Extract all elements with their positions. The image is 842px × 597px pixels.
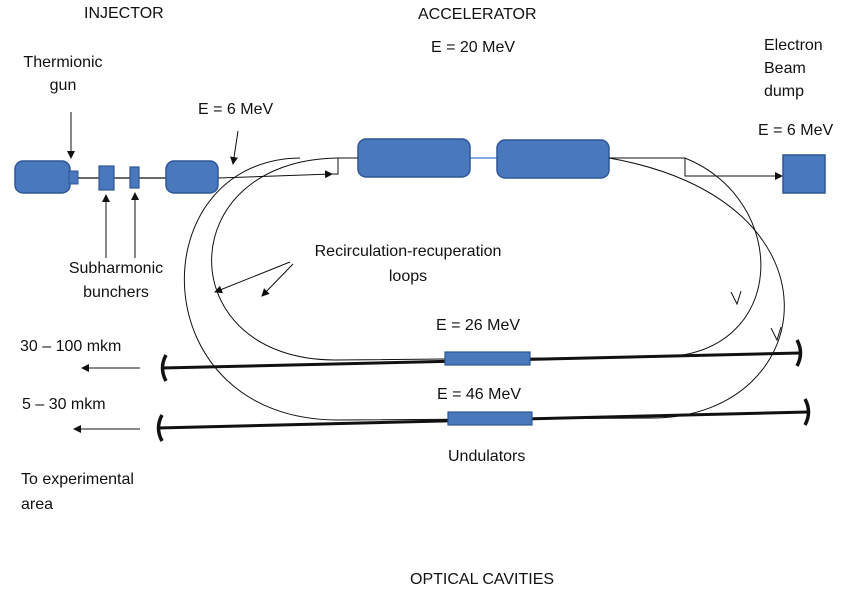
recirculation-loop-outer [183,157,785,421]
cavity-1-mirror-right [795,339,803,367]
loop-pointer-arrow-1 [214,261,291,294]
undulator-2 [447,411,533,426]
thermionic-gun-nozzle [68,170,79,185]
beam-dump-label-line3: dump [764,83,805,100]
cavity-1-mirror-left [160,354,168,382]
subharmonic-bunchers-line1: Subharmonic [68,260,164,277]
cavity-2-mirror-right [803,398,811,426]
experimental-area-label: To experimental area [21,470,134,515]
undulators-label: Undulators [448,448,526,465]
recirculation-loops-line1: Recirculation-recuperation [314,243,502,260]
loop-arrow-inner [730,290,742,306]
experimental-area-line2: area [21,496,54,513]
beam-dump-label-line1: Electron [764,37,823,54]
beam-dump-label-line2: Beam [764,60,806,77]
injection-merge-line [332,157,358,175]
thermionic-gun-label-line2: gun [49,77,77,94]
accelerator-title: ACCELERATOR [418,6,537,23]
electron-beam-dump [782,154,826,194]
cavity-2-mirror-left [156,414,164,442]
subharmonic-bunchers-line2: bunchers [83,284,149,301]
subharmonic-bunchers-label: Subharmonic bunchers [52,259,180,303]
energy-26-label: E = 26 MeV [436,317,521,334]
beam-dump-label: Electron Beam dump [764,36,823,102]
undulator-1 [444,351,531,366]
injector-title: INJECTOR [84,5,164,22]
experimental-area-line1: To experimental [21,471,134,488]
energy-pointer-arrow [230,130,239,165]
optical-cavities-title: OPTICAL CAVITIES [410,571,555,588]
recirculation-loops-line2: loops [388,268,428,285]
energy-46-label: E = 46 MeV [437,386,522,403]
dump-extraction-line [609,157,783,180]
subharmonic-buncher-2 [129,166,140,189]
recirculation-loop-inner [211,157,762,361]
injector-cavity [165,160,219,194]
accelerator-section-1 [357,138,471,178]
injector-energy: E = 6 MeV [198,101,274,118]
recirculation-loops-label: Recirculation-recuperation loops [290,242,526,287]
accelerator-section-2 [496,139,610,179]
thermionic-gun-label: Thermionic gun [4,53,122,96]
loop-pointer-arrow-2 [261,263,294,297]
thermionic-gun-label-line1: Thermionic [23,54,103,71]
loop-arrow-outer [770,326,782,342]
subharmonic-buncher-1 [98,165,115,191]
thermionic-gun-body [14,160,71,194]
wavelength-1-label: 30 – 100 mkm [20,338,122,355]
injector-to-accelerator-line [217,170,333,179]
accelerator-energy: E = 20 MeV [431,39,516,56]
dump-energy: E = 6 MeV [758,122,834,139]
wavelength-2-label: 5 – 30 mkm [22,396,106,413]
